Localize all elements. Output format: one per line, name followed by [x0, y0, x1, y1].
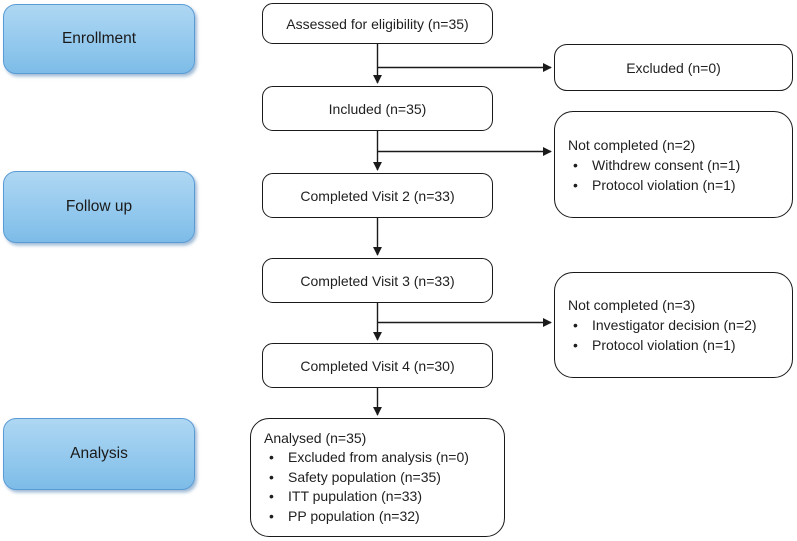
- phase-label-analysis-text: Analysis: [70, 445, 128, 462]
- box-not-completed-n2: Not completed (n=2) Withdrew consent (n=…: [554, 111, 793, 218]
- bullet-item: Protocol violation (n=1): [568, 335, 780, 355]
- box-completed-visit-3: Completed Visit 3 (n=33): [262, 258, 493, 303]
- box-completed-visit-2: Completed Visit 2 (n=33): [262, 173, 493, 218]
- bullet-item: Protocol violation (n=1): [568, 175, 780, 195]
- bullet-item: Excluded from analysis (n=0): [264, 448, 492, 468]
- box-not-completed-n2-header: Not completed (n=2): [568, 136, 696, 153]
- bullet-item: Withdrew consent (n=1): [568, 155, 780, 175]
- box-included-label: Included (n=35): [328, 100, 427, 117]
- phase-label-follow-up: Follow up: [3, 171, 195, 243]
- box-analysed-bullet-list: Excluded from analysis (n=0) Safety popu…: [264, 448, 492, 526]
- phase-label-enrollment: Enrollment: [3, 4, 195, 74]
- box-analysed-header: Analysed (n=35): [264, 429, 367, 446]
- box-assessed-for-eligibility: Assessed for eligibility (n=35): [262, 3, 493, 44]
- box-visit2-label: Completed Visit 2 (n=33): [300, 187, 455, 204]
- box-included: Included (n=35): [262, 86, 493, 131]
- box-excluded: Excluded (n=0): [554, 44, 793, 91]
- box-not-completed-n3-header: Not completed (n=3): [568, 297, 696, 313]
- phase-label-enrollment-text: Enrollment: [61, 30, 137, 47]
- box-visit3-label: Completed Visit 3 (n=33): [300, 272, 455, 289]
- phase-label-follow-up-text: Follow up: [65, 198, 133, 215]
- bullet-item: Safety population (n=35): [264, 468, 492, 488]
- box-completed-visit-4: Completed Visit 4 (n=30): [262, 343, 493, 388]
- box-not-completed-n3-bullet-list: Investigator decision (n=2) Protocol vio…: [568, 315, 780, 355]
- box-excluded-label: Excluded (n=0): [626, 59, 721, 76]
- bullet-item: ITT pupulation (n=33): [264, 487, 492, 507]
- box-visit4-label: Completed Visit 4 (n=30): [300, 357, 455, 374]
- bullet-item: PP population (n=32): [264, 507, 492, 527]
- box-analysed: Analysed (n=35) Excluded from analysis (…: [250, 418, 505, 537]
- phase-label-analysis: Analysis: [3, 418, 195, 490]
- box-not-completed-n2-bullet-list: Withdrew consent (n=1) Protocol violatio…: [568, 155, 780, 195]
- box-not-completed-n3: Not completed (n=3) Investigator decisio…: [554, 272, 793, 378]
- bullet-item: Investigator decision (n=2): [568, 315, 780, 335]
- box-assessed-label: Assessed for eligibility (n=35): [286, 15, 469, 32]
